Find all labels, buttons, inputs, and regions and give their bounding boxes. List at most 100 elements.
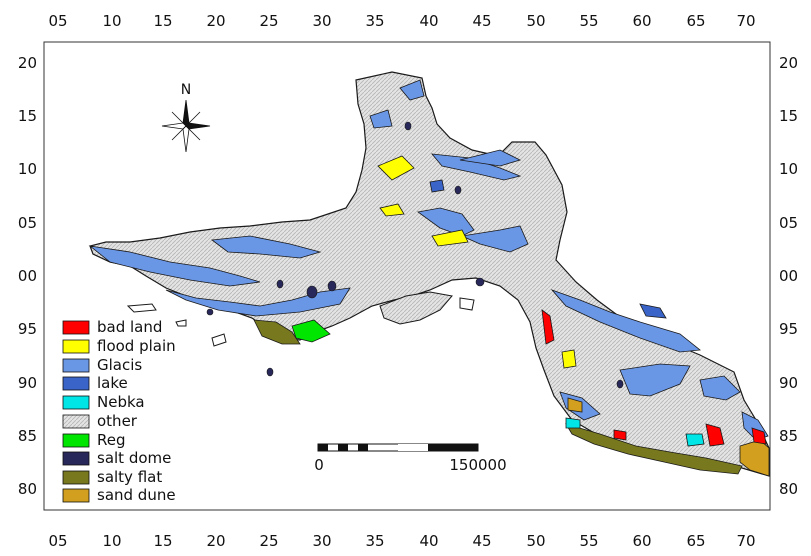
glacis-patch [369,109,393,129]
top-tick-label: 70 [736,12,755,30]
legend-label: bad land [97,318,162,336]
legend-label: salt dome [97,449,171,467]
bottom-tick-label: 70 [736,532,755,550]
bottom-tick-label: 20 [206,532,225,550]
reg-patch [291,319,331,343]
legend-item-reg: Reg [62,431,126,449]
left-tick-label: 20 [18,54,37,72]
bad-land-patch [751,427,767,445]
legend-item-bad-land: bad land [62,318,162,336]
nebka-patch [565,417,581,429]
bottom-tick-label: 15 [153,532,172,550]
glacis-patches [88,79,769,441]
top-tick-label: 55 [579,12,598,30]
top-tick-label: 45 [472,12,491,30]
bad-land-patch [541,309,555,345]
islands [126,297,475,347]
bottom-tick-label: 60 [632,532,651,550]
top-tick-label: 65 [686,12,705,30]
lake-patch [639,303,667,319]
region-other-peninsula [379,291,453,325]
flood-plain-patches [377,155,577,369]
bottom-tick-label: 30 [312,532,331,550]
legend-item-sand-dune: sand dune [62,486,176,504]
top-tick-label: 60 [632,12,651,30]
right-tick-label: 80 [779,480,798,498]
salt-dome-patch [404,121,412,131]
legend-label: Reg [97,431,126,449]
salt-dome-patch [327,280,337,292]
legend-item-salty-flat: salty flat [62,468,162,486]
salt-dome-patch [475,277,485,287]
top-tick-label: 05 [48,12,67,30]
bottom-tick-label: 35 [365,532,384,550]
flood-plain-patch [377,155,415,181]
legend-label: flood plain [97,337,176,355]
top-tick-label: 10 [102,12,121,30]
legend-label: sand dune [97,486,176,504]
legend-label: salty flat [97,468,162,486]
top-tick-label: 35 [365,12,384,30]
left-axis: 20 15 10 05 00 95 90 85 80 [18,54,37,498]
flood-plain-patch [561,349,577,369]
right-tick-label: 05 [779,214,798,232]
top-tick-label: 30 [312,12,331,30]
salt-dome-patch [306,285,318,299]
left-tick-label: 00 [18,267,37,285]
bottom-tick-label: 10 [102,532,121,550]
top-tick-label: 25 [259,12,278,30]
right-tick-label: 00 [779,267,798,285]
lake-patch [429,179,445,193]
right-axis: 20 15 10 05 00 95 90 85 80 [779,54,798,498]
right-tick-label: 95 [779,320,798,338]
region-other [89,71,770,477]
north-arrow: N [161,82,211,153]
legend-label: Glacis [97,356,142,374]
top-tick-label: 20 [206,12,225,30]
glacis-patch [88,245,261,287]
salt-dome-patch [206,308,214,316]
scale-bar: 0 150000 [314,443,507,474]
right-tick-label: 15 [779,107,798,125]
legend-item-nebka: Nebka [62,393,145,411]
island [211,333,227,347]
flood-plain-patch [379,203,405,217]
scale-end-label: 150000 [449,456,506,474]
flood-plain-patch [431,229,469,247]
glacis-patch [165,287,351,317]
legend-item-glacis: Glacis [62,356,142,374]
glacis-patch [399,79,425,101]
left-tick-label: 90 [18,374,37,392]
glacis-patch [550,289,702,353]
legend-swatch [62,376,90,391]
bad-land-patch [705,423,725,447]
legend-item-salt-dome: salt dome [62,449,171,467]
top-tick-label: 40 [419,12,438,30]
legend-label: lake [97,374,128,392]
island [459,297,475,311]
salt-dome-patch [616,379,624,389]
left-tick-label: 80 [18,480,37,498]
southern-units [253,309,770,477]
left-tick-label: 95 [18,320,37,338]
bottom-tick-label: 05 [48,532,67,550]
legend-label: Nebka [97,393,145,411]
glacis-patch [417,207,475,237]
compass-rose-icon [161,99,211,153]
legend-swatch [62,488,90,503]
left-tick-label: 10 [18,160,37,178]
salt-dome-patch [276,279,284,289]
legend-swatch [62,414,90,429]
salty-flat-patch [253,319,301,345]
legend-swatch [62,470,90,485]
lake-patches [429,179,667,319]
glacis-patch [460,225,529,253]
bad-land-patch [613,429,627,441]
legend-label: other [97,412,138,430]
bottom-axis: 05 10 15 20 25 30 35 40 45 50 55 60 65 7… [48,532,755,550]
top-tick-label: 50 [526,12,545,30]
legend-item-flood-plain: flood plain [62,337,176,355]
island [175,319,187,327]
